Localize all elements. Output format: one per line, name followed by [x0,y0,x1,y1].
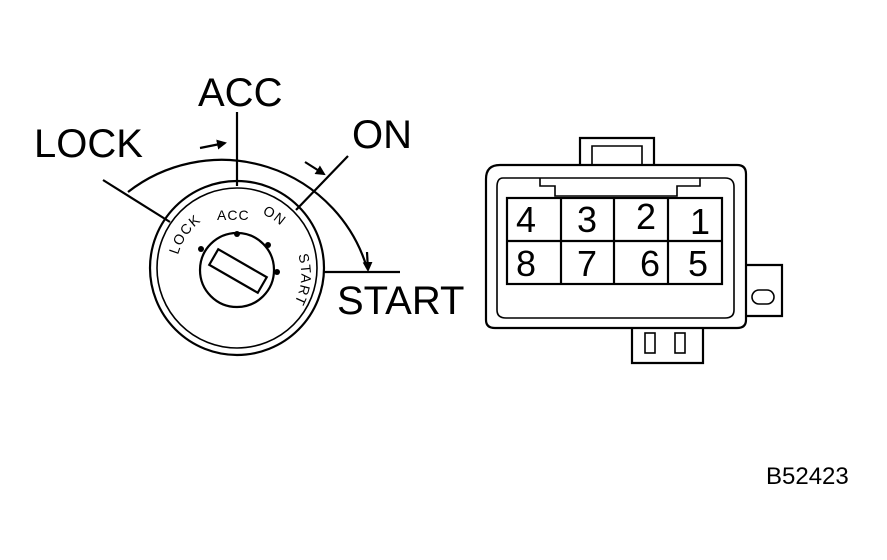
connector-key-slot-1 [644,332,656,354]
connector-rim-tabs [539,178,701,197]
connector-housing [484,163,748,330]
arrow-to-start [362,251,373,272]
pin-label: 3 [577,199,597,240]
pin-label: 4 [516,199,536,240]
pin-label: 1 [690,201,710,242]
lock-leader-line [102,179,171,223]
acc-label: ACC [198,71,282,115]
position-lines [102,112,400,274]
pin-label: 7 [577,243,597,284]
connector-side-lock-hole [751,289,775,305]
pin-label: 8 [516,243,536,284]
switch-inner-ring [156,187,318,349]
acc-position-dot [234,231,240,237]
connector-latch-outer [578,136,656,165]
connector-side-lock [746,263,784,318]
rotation-arc [127,158,369,269]
key-cylinder [198,231,276,309]
on-label: ON [352,113,412,157]
connector-bottom-key [630,328,705,365]
face-label-acc: ACC [217,207,250,223]
lock-position-dot [198,246,204,252]
figure-code: B52423 [766,463,849,490]
start-label: START [337,279,464,323]
key-slot [207,247,269,295]
face-label-on: ON [261,202,290,228]
connector-housing-inner [496,177,735,319]
connector-key-slot-2 [674,332,686,354]
pin-label: 5 [688,243,708,284]
face-label-lock: LOCK [166,211,204,256]
connector-latch-inner [591,145,643,165]
pin-label: 6 [640,243,660,284]
connector: 4 3 2 1 8 7 6 5 [484,136,784,365]
on-position-dot [265,242,271,248]
lock-label: LOCK [34,122,143,166]
arrow-to-acc [199,139,227,150]
pin-label: 2 [636,196,656,237]
on-leader-line [295,155,349,211]
start-position-dot [274,269,280,275]
arrow-to-on [304,161,326,176]
